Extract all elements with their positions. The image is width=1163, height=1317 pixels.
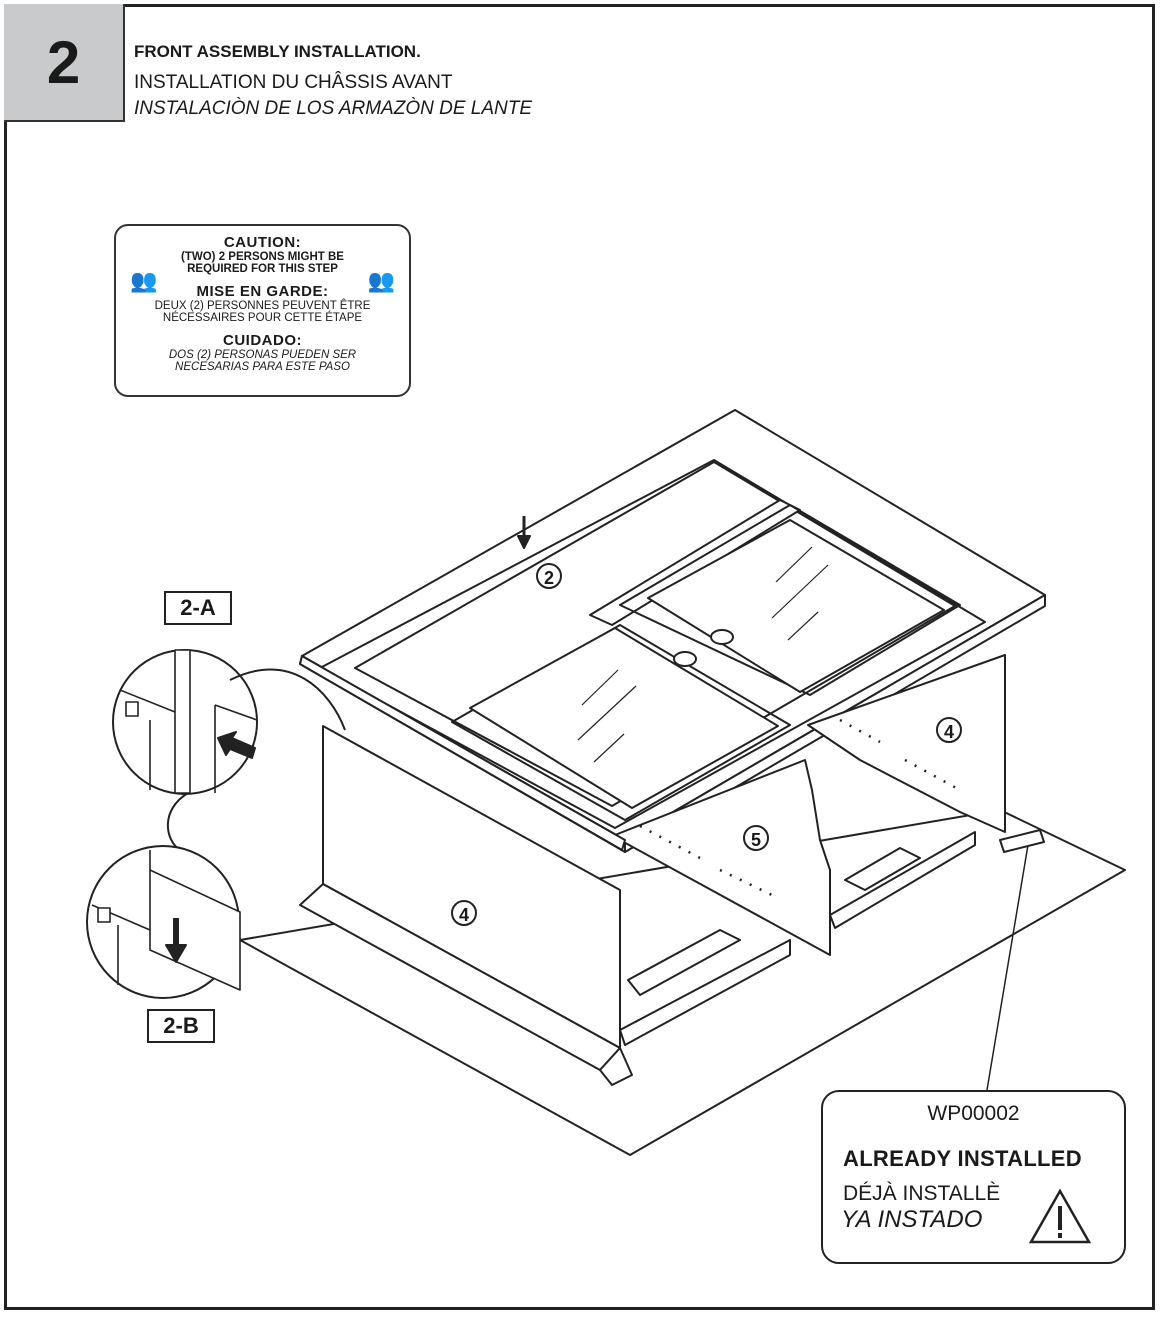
caution-heading-fr: MISE EN GARDE: [196,283,329,300]
two-persons-icon: 👥 [367,268,395,293]
caution-text-fr-1: DEUX (2) PERSONNES PEUVENT ÊTRE [154,300,371,312]
hardware-label: WP00002 ALREADY INSTALLED DÉJÀ INSTALLÈ … [821,1090,1126,1264]
step-title-en: FRONT ASSEMBLY INSTALLATION. [134,42,421,61]
glass-panel-lower [469,627,779,809]
caution-heading-es: CUIDADO: [223,332,302,349]
step-title-es: INSTALACIÒN DE LOS ARMAZÒN DE LANTE [134,98,533,119]
page-frame [4,4,1155,1310]
leader-line [986,844,1029,1091]
step-title-fr: INSTALLATION DU CHÂSSIS AVANT [134,72,453,93]
caution-text-en-2: REQUIRED FOR THIS STEP [187,263,338,275]
callout-2a: 2-A [164,591,232,625]
insert-arrow [217,731,256,759]
side-panel-right [807,654,1006,833]
callout-2b: 2-B [147,1009,215,1043]
installed-text-fr: DÉJÀ INSTALLÈ [843,1182,1001,1205]
divider-panel [614,759,831,956]
step-number: 2 [46,28,81,96]
installed-text-es: YA INSTADO [841,1206,983,1233]
part-number-4-left: 4 [451,900,477,926]
knob [710,629,734,645]
caution-text-es-1: DOS (2) PERSONAS PUEDEN SER [168,349,357,361]
glass-panel-upper [647,519,945,693]
caution-heading-en: CAUTION: [223,234,302,251]
down-arrow [165,944,187,963]
caution-text-es-2: NECESARIAS PARA ESTE PASO [175,361,350,373]
warning-triangle-icon [1028,1188,1092,1244]
part-number-2: 2 [536,563,562,589]
knob [673,651,697,667]
caution-text-fr-2: NÉCESSAIRES POUR CETTE ÉTAPE [162,312,363,324]
caution-box: CAUTION: (TWO) 2 PERSONS MIGHT BE REQUIR… [114,224,411,397]
two-persons-icon: 👥 [130,268,158,293]
hardware-code: WP00002 [927,1102,1020,1125]
part-number-4-right: 4 [936,717,962,743]
installed-text-en: ALREADY INSTALLED [843,1146,1082,1171]
caution-text-en-1: (TWO) 2 PERSONS MIGHT BE [181,251,344,263]
part-number-5: 5 [743,825,769,851]
step-badge: 2 [4,4,125,122]
